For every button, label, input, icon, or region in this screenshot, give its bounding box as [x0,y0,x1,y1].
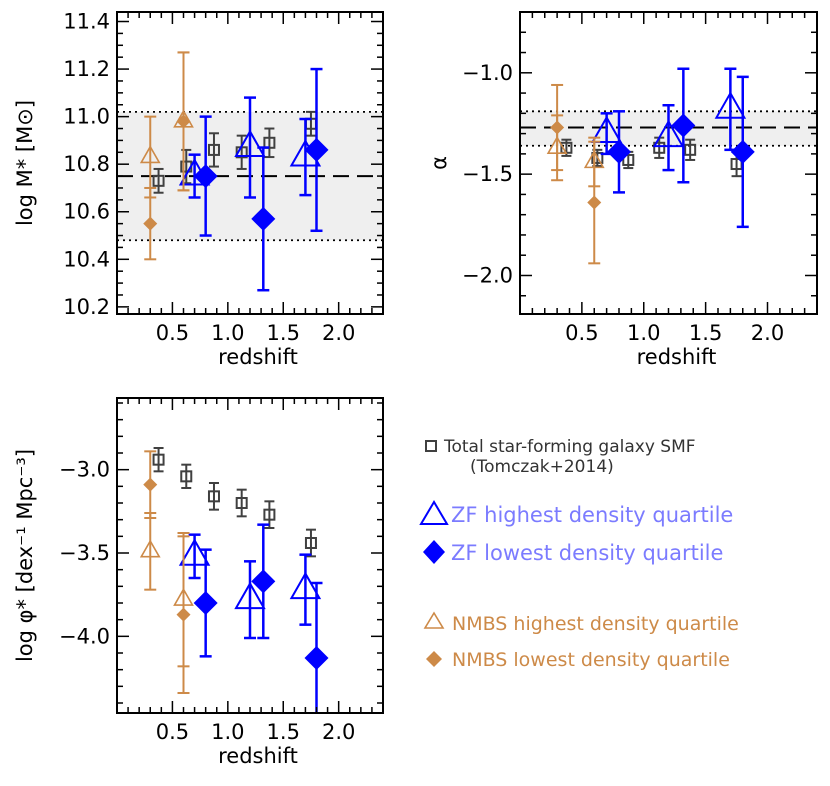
legend-nmbs-high-marker [423,611,445,629]
legend-zf-high-label: ZF highest density quartile [451,503,733,527]
x-axis-label: redshift [218,345,298,369]
x-tick-label: 1.0 [211,720,244,744]
data-point [234,129,266,157]
data-point [180,470,193,483]
data-point [139,145,161,164]
y-tick-label: −2.0 [462,263,513,287]
data-point [176,114,191,129]
data-point [587,195,602,210]
data-point [207,143,220,156]
y-tick-label: 11.0 [63,105,110,129]
legend-tomczak-label: Total star-forming galaxy SMF [443,437,696,457]
data-point [653,141,666,154]
y-tick-label: 11.4 [63,10,110,34]
data-point [652,119,685,148]
y-tick-label: 10.2 [63,295,110,319]
data-point [607,139,631,164]
data-point [714,91,747,119]
plot-area [117,51,383,292]
x-tick-label: 2.0 [322,720,355,744]
plot-area [139,447,329,713]
y-tick-label: 11.2 [63,57,110,81]
data-point [139,539,161,558]
data-point [152,453,165,466]
series-tomczak [152,110,317,194]
data-point [193,591,218,615]
x-tick-label: 1.0 [211,321,244,345]
data-point [251,569,276,594]
plot-frame [116,397,384,714]
series-tomczak [560,136,743,178]
legend-zf-low-marker [423,540,445,564]
y-tick-label: 10.8 [63,152,110,176]
data-point [591,151,604,164]
data-point [178,538,211,566]
legend: Total star-forming galaxy SMF (Tomczak+2… [419,437,739,671]
data-point [550,120,565,135]
y-tick-label: −4.0 [59,624,110,648]
data-point [622,153,635,166]
x-tick-label: 0.5 [156,720,189,744]
data-point [234,581,266,610]
series-zf-high [178,96,322,199]
data-point [730,139,755,164]
x-tick-label: 1.5 [267,321,300,345]
x-tick-label: 1.0 [627,321,660,345]
data-point [251,206,276,231]
y-axis-label: log M* [M⊙] [13,100,37,226]
legend-zf-low-label: ZF lowest density quartile [451,541,723,565]
legend-nmbs-high-label: NMBS highest density quartile [452,613,739,635]
x-tick-label: 0.5 [156,321,189,345]
data-point [152,174,165,187]
panel-alpha: 0.5 1.0 1.5 2.0 −2.0 −1.5 −1.0 redshift α [427,11,818,369]
data-point [304,646,329,670]
series-zf-high [590,67,747,172]
data-point [671,113,696,138]
legend-tomczak-label-ref: (Tomczak+2014) [470,457,614,477]
y-tick-label: −3.0 [59,458,110,482]
legend-zf-high-marker [419,500,449,525]
x-axis-label: redshift [637,345,717,369]
data-point [304,137,329,162]
y-tick-label: 10.6 [63,200,110,224]
y-axis-label: α [427,156,451,170]
data-point [289,571,322,600]
legend-nmbs-low-label: NMBS lowest density quartile [452,649,730,671]
x-tick-label: 2.0 [322,321,355,345]
data-point [304,537,317,549]
data-point [207,490,220,503]
plot-area [520,67,817,265]
series-zf-low [607,67,755,229]
y-tick-label: 10.4 [63,247,110,271]
data-point [263,508,276,521]
data-point [143,216,158,231]
x-axis-label: redshift [218,744,298,768]
series-nmbs-low [143,51,191,261]
data-point [684,143,697,156]
series-nmbs-low [550,83,602,265]
legend-nmbs-low-marker [426,651,442,667]
series-zf-high [178,533,322,640]
series-nmbs-low [143,450,191,694]
data-point [176,607,191,622]
x-tick-label: 1.5 [689,321,722,345]
y-tick-label: −1.0 [462,61,513,85]
series-tomczak [152,447,317,558]
x-tick-label: 2.0 [751,321,784,345]
panel-log-phistar: 0.5 1.0 1.5 2.0 −4.0 −3.5 −3.0 redshift log φ* [… [13,397,384,768]
x-tick-label: 1.5 [267,720,300,744]
y-tick-label: −1.5 [462,162,513,186]
y-axis-label: log φ* [dex⁻¹ Mpc⁻³] [13,449,37,662]
data-point [143,477,158,492]
data-point [590,115,623,144]
series-zf-low [193,67,329,292]
legend-tomczak-marker [425,440,437,452]
data-point [235,497,248,509]
y-tick-label: −3.5 [59,541,110,565]
data-point [193,164,218,189]
data-point [263,136,276,149]
x-tick-label: 0.5 [565,321,598,345]
panel-log-mstar: 0.5 1.0 1.5 2.0 10.2 10.4 10.6 10.8 11.0 11.2 11.4… [13,10,384,369]
